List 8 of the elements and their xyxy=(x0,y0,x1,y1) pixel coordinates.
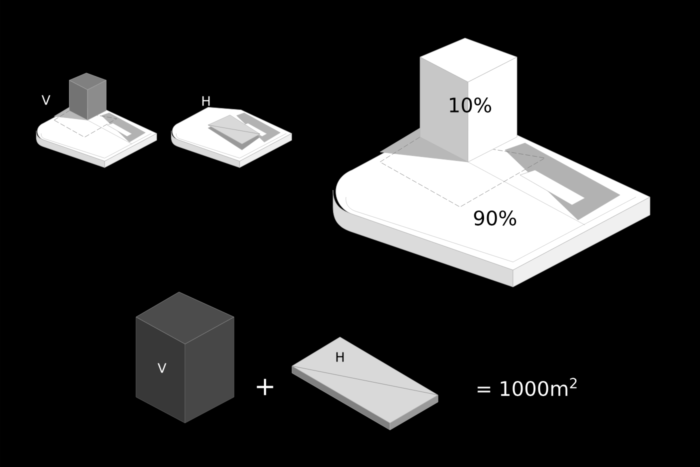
letter-label: H xyxy=(336,352,344,362)
letter-label: V xyxy=(158,363,166,373)
percentage-label: 90% xyxy=(474,210,516,226)
area-equation: = 1000m$^{2}$ xyxy=(478,378,577,396)
letter-label: H xyxy=(202,96,210,106)
percentage-label: 10% xyxy=(450,97,492,113)
letter-label: V xyxy=(42,95,50,105)
plus-sign: + xyxy=(256,378,274,396)
